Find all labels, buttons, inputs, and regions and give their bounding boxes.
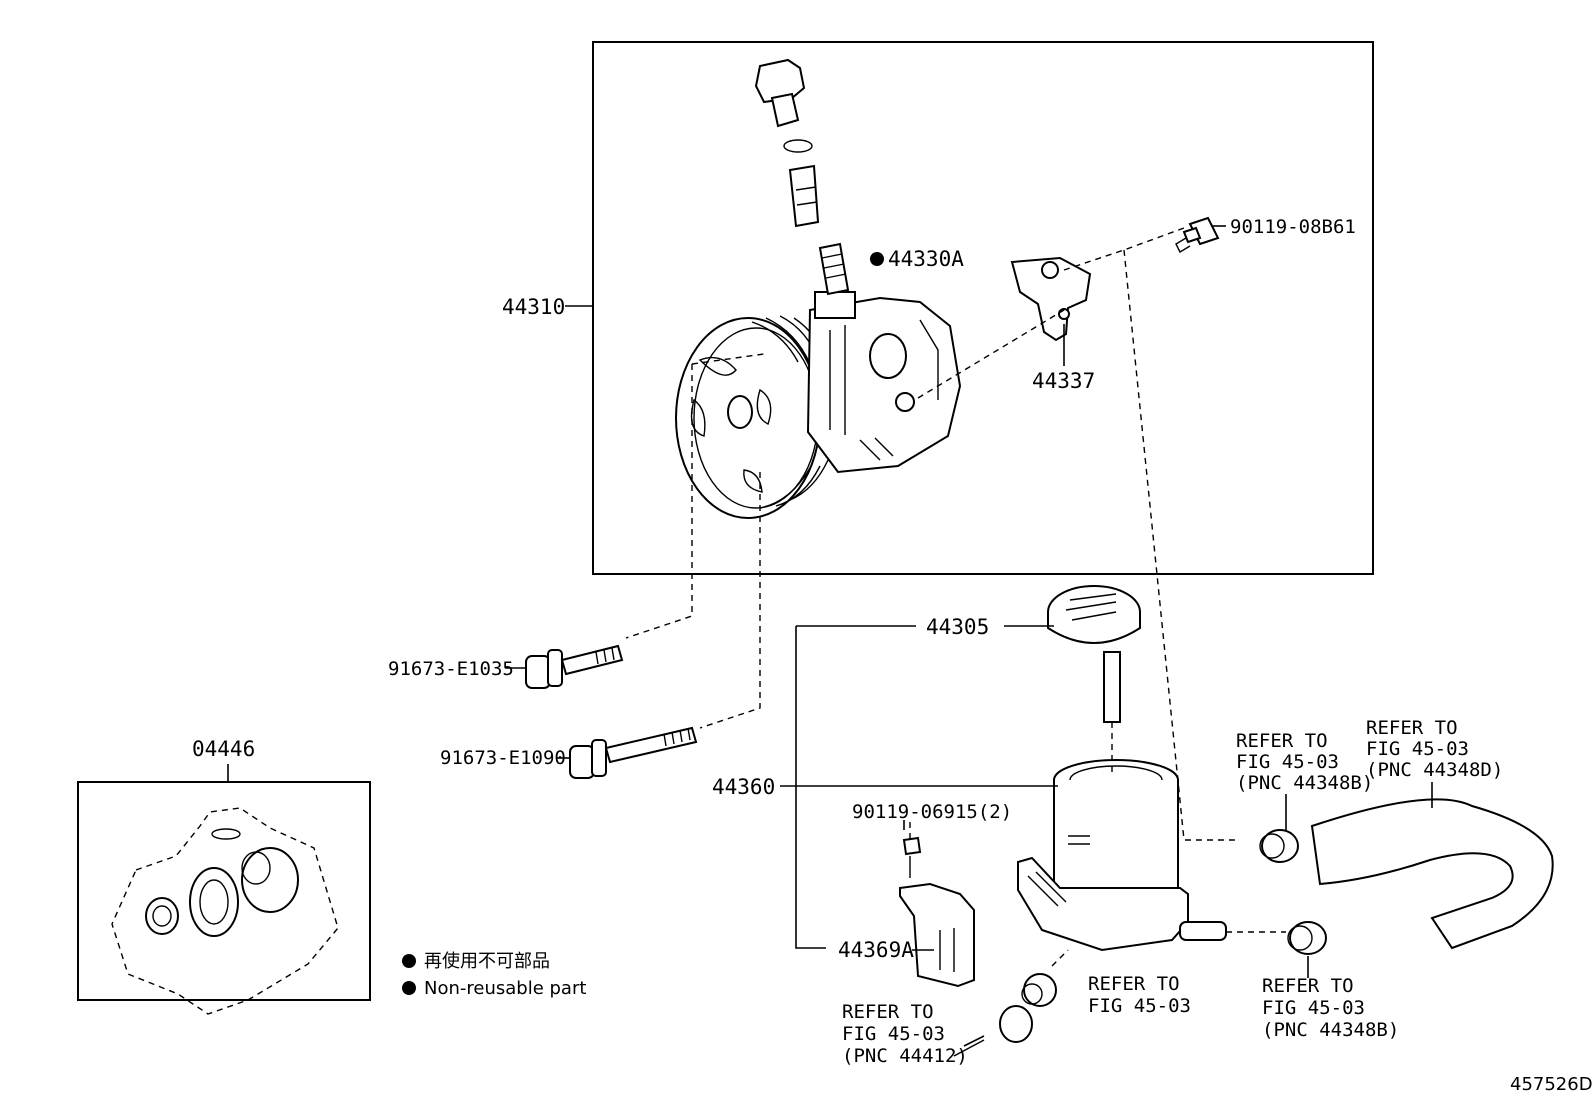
bolt-top[interactable] bbox=[1175, 216, 1220, 253]
dashed-line-6 bbox=[1123, 249, 1240, 841]
hose-clamp-upper[interactable] bbox=[1259, 829, 1299, 863]
svg-text:(PNC 44348B): (PNC 44348B) bbox=[1262, 1019, 1399, 1041]
svg-text:REFER TO: REFER TO bbox=[842, 1001, 934, 1023]
legend-jp: 再使用不可部品 bbox=[424, 951, 550, 972]
legend-en: Non-reusable part bbox=[424, 978, 586, 999]
non-reusable-dot-44330A bbox=[870, 252, 884, 266]
svg-text:FIG 45-03: FIG 45-03 bbox=[1366, 738, 1469, 760]
dashed-line-10 bbox=[1051, 949, 1069, 967]
label-44305: 44305 bbox=[926, 615, 989, 639]
pump-assembly-box bbox=[592, 41, 1374, 575]
svg-text:FIG 45-03: FIG 45-03 bbox=[842, 1023, 945, 1045]
label-44369A: 44369A bbox=[838, 938, 914, 962]
pump-pulley[interactable] bbox=[675, 315, 831, 519]
ref-44348B-top[interactable]: REFER TO FIG 45-03 (PNC 44348B) bbox=[1236, 730, 1373, 794]
gasket-kit-contents[interactable] bbox=[111, 807, 339, 1015]
reservoir[interactable] bbox=[1017, 759, 1227, 952]
label-90119-06915: 90119-06915(2) bbox=[852, 801, 1012, 823]
label-44360: 44360 bbox=[712, 775, 775, 799]
reservoir-bracket[interactable] bbox=[899, 836, 975, 988]
hose-clamp-lower[interactable] bbox=[1287, 921, 1327, 955]
hose-clamp-mid[interactable] bbox=[1021, 973, 1057, 1007]
reservoir-cap[interactable] bbox=[1047, 585, 1141, 723]
svg-text:FIG 45-03: FIG 45-03 bbox=[1236, 751, 1339, 773]
ref-44348D[interactable]: REFER TO FIG 45-03 (PNC 44348D) bbox=[1366, 717, 1503, 781]
dashed-line-3 bbox=[699, 472, 761, 729]
dashed-line-5 bbox=[1063, 227, 1185, 271]
ref-44348B-bottom[interactable]: REFER TO FIG 45-03 (PNC 44348B) bbox=[1262, 975, 1399, 1041]
dashed-line-1 bbox=[625, 364, 693, 639]
pump-bracket[interactable] bbox=[1010, 256, 1092, 342]
figure-id: 457526D bbox=[1510, 1074, 1592, 1095]
svg-text:FIG 45-03: FIG 45-03 bbox=[1088, 995, 1191, 1017]
pump-body[interactable] bbox=[806, 291, 962, 474]
leader-ref-44412 bbox=[963, 1035, 985, 1047]
gasket-kit-box bbox=[77, 781, 371, 1001]
label-90119-08B61: 90119-08B61 bbox=[1230, 216, 1356, 238]
svg-text:REFER TO: REFER TO bbox=[1088, 973, 1180, 995]
legend-dot-en bbox=[402, 981, 416, 995]
svg-text:(PNC 44412): (PNC 44412) bbox=[842, 1045, 968, 1067]
dashed-line-2 bbox=[691, 353, 765, 365]
ref-mid[interactable]: REFER TO FIG 45-03 bbox=[1088, 973, 1191, 1017]
label-44330A: 44330A bbox=[888, 247, 964, 271]
legend-dot-jp bbox=[402, 954, 416, 968]
svg-text:FIG 45-03: FIG 45-03 bbox=[1262, 997, 1365, 1019]
label-91673-E1090: 91673-E1090 bbox=[440, 747, 566, 769]
label-91673-E1035: 91673-E1035 bbox=[388, 658, 514, 680]
svg-text:REFER TO: REFER TO bbox=[1236, 730, 1328, 752]
bolt-e1090[interactable] bbox=[569, 726, 698, 779]
svg-text:REFER TO: REFER TO bbox=[1366, 717, 1458, 739]
hose-lower-left[interactable] bbox=[953, 1005, 1033, 1057]
label-44337: 44337 bbox=[1032, 369, 1095, 393]
bolt-e1035[interactable] bbox=[525, 644, 624, 689]
label-44310: 44310 bbox=[502, 295, 565, 319]
ref-44412[interactable]: REFER TO FIG 45-03 (PNC 44412) bbox=[842, 1001, 968, 1067]
svg-text:REFER TO: REFER TO bbox=[1262, 975, 1354, 997]
svg-text:(PNC 44348B): (PNC 44348B) bbox=[1236, 772, 1373, 794]
svg-text:(PNC 44348D): (PNC 44348D) bbox=[1366, 759, 1503, 781]
hose-upper[interactable] bbox=[1310, 798, 1554, 950]
label-04446: 04446 bbox=[192, 737, 255, 761]
relief-valve-stack[interactable] bbox=[754, 58, 850, 296]
bracket-left-group bbox=[780, 625, 1058, 949]
